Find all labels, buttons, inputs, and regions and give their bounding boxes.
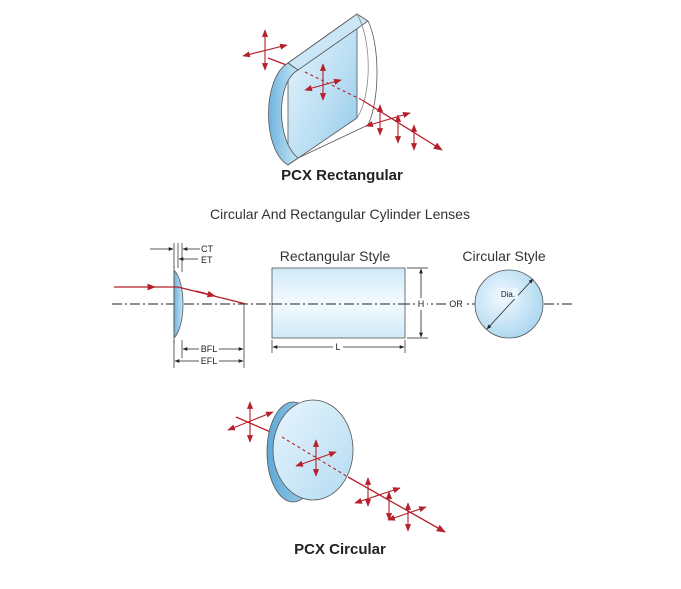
efl-label: EFL bbox=[201, 356, 218, 366]
diagram-heading: Circular And Rectangular Cylinder Lenses bbox=[210, 206, 470, 222]
bfl-label: BFL bbox=[201, 344, 218, 354]
et-label: ET bbox=[201, 255, 213, 265]
rectangular-lens-shape bbox=[271, 267, 406, 339]
or-label: OR bbox=[449, 299, 463, 309]
rectangular-style-label: Rectangular Style bbox=[280, 248, 391, 264]
length-label: L bbox=[335, 342, 340, 352]
circular-lens-shape bbox=[474, 269, 544, 339]
pcx-circular-title: PCX Circular bbox=[294, 541, 386, 558]
circular-style-label: Circular Style bbox=[462, 248, 545, 264]
pcx-rectangular-illustration bbox=[242, 13, 443, 166]
pcx-circular-illustration bbox=[227, 399, 446, 533]
height-label: H bbox=[418, 299, 425, 309]
dimension-diagram: CT ET BFL EFL Rectangular Style L H OR C… bbox=[112, 243, 575, 368]
ct-label: CT bbox=[201, 244, 213, 254]
pcx-rectangular-title: PCX Rectangular bbox=[281, 167, 403, 184]
diameter-label: Dia. bbox=[501, 290, 515, 299]
